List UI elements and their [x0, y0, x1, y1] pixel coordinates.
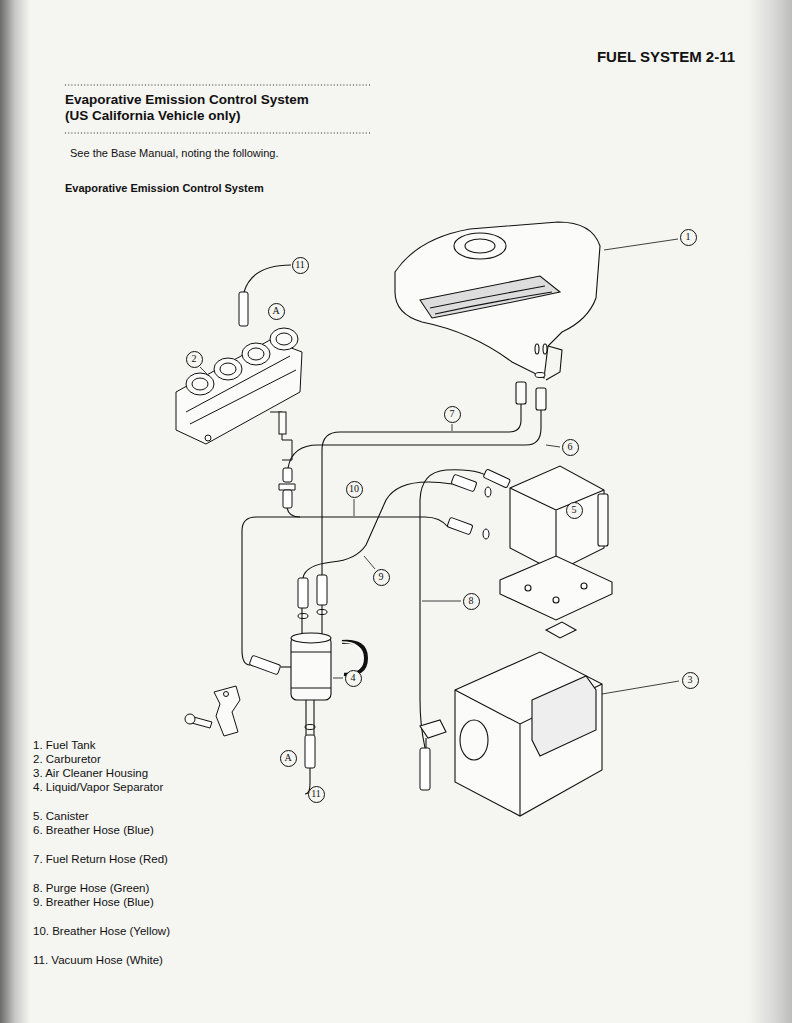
- canister: [500, 466, 612, 638]
- carburetor-bank: [176, 328, 302, 460]
- callout-circle: 11: [308, 786, 325, 803]
- callout-circle: 5: [566, 502, 583, 519]
- callout-number: 5: [572, 505, 577, 515]
- fuel-tank: [395, 222, 600, 410]
- callout-circle: 8: [463, 593, 480, 610]
- callout-number: 3: [688, 675, 693, 685]
- section-title: Evaporative Emission Control System (US …: [65, 92, 333, 124]
- callout-number: 1: [686, 232, 691, 242]
- callout-circle: A: [268, 303, 285, 320]
- figure-heading: Evaporative Emission Control System: [65, 181, 264, 196]
- legend-item: 8. Purge Hose (Green): [33, 881, 170, 896]
- legend-item: 5. Canister: [33, 809, 170, 824]
- callout-number: 4: [351, 673, 356, 683]
- callout-number: 11: [295, 260, 305, 270]
- separator: [281, 605, 366, 735]
- leader-lines: [200, 239, 679, 694]
- legend-item: 3. Air Cleaner Housing: [33, 766, 170, 781]
- callout-number: A: [272, 306, 279, 316]
- intro-note: See the Base Manual, noting the followin…: [70, 146, 279, 161]
- callout-number: 2: [192, 354, 197, 364]
- legend-item: 11. Vacuum Hose (White): [33, 953, 170, 968]
- legend-item: 7. Fuel Return Hose (Red): [33, 852, 170, 867]
- callout-circle: 2: [186, 351, 203, 368]
- callout-circle: 7: [444, 406, 461, 423]
- scan-shadow: [0, 0, 30, 1023]
- callout-circle: 10: [346, 481, 363, 498]
- callout-number: 10: [349, 484, 359, 494]
- callout-circle: 3: [682, 672, 699, 689]
- legend-item: 9. Breather Hose (Blue): [33, 895, 170, 910]
- callout-circle: 9: [373, 569, 390, 586]
- air-cleaner-housing: [420, 652, 602, 816]
- callout-circle: A: [280, 750, 297, 767]
- callout-number: A: [284, 753, 291, 763]
- callout-number: 6: [568, 442, 573, 452]
- mounting-bracket: [185, 686, 240, 736]
- callout-number: 8: [469, 596, 474, 606]
- legend-item: 10. Breather Hose (Yellow): [33, 924, 170, 939]
- scan-edge: [748, 0, 792, 1023]
- legend-item: 2. Carburetor: [33, 752, 170, 767]
- callout-circle: 11: [292, 257, 309, 274]
- callout-circle: 4: [345, 670, 362, 687]
- legend-item: 4. Liquid/Vapor Separator: [33, 780, 170, 795]
- callout-circle: 6: [562, 439, 579, 456]
- callout-number: 11: [311, 789, 321, 799]
- legend-item: 1. Fuel Tank: [33, 738, 170, 753]
- dotted-rule: [65, 85, 372, 133]
- callout-circle: 1: [680, 229, 697, 246]
- page-header: FUEL SYSTEM 2-11: [597, 50, 735, 65]
- legend-item: 6. Breather Hose (Blue): [33, 823, 170, 838]
- callout-number: 7: [450, 409, 455, 419]
- callout-number: 9: [379, 572, 384, 582]
